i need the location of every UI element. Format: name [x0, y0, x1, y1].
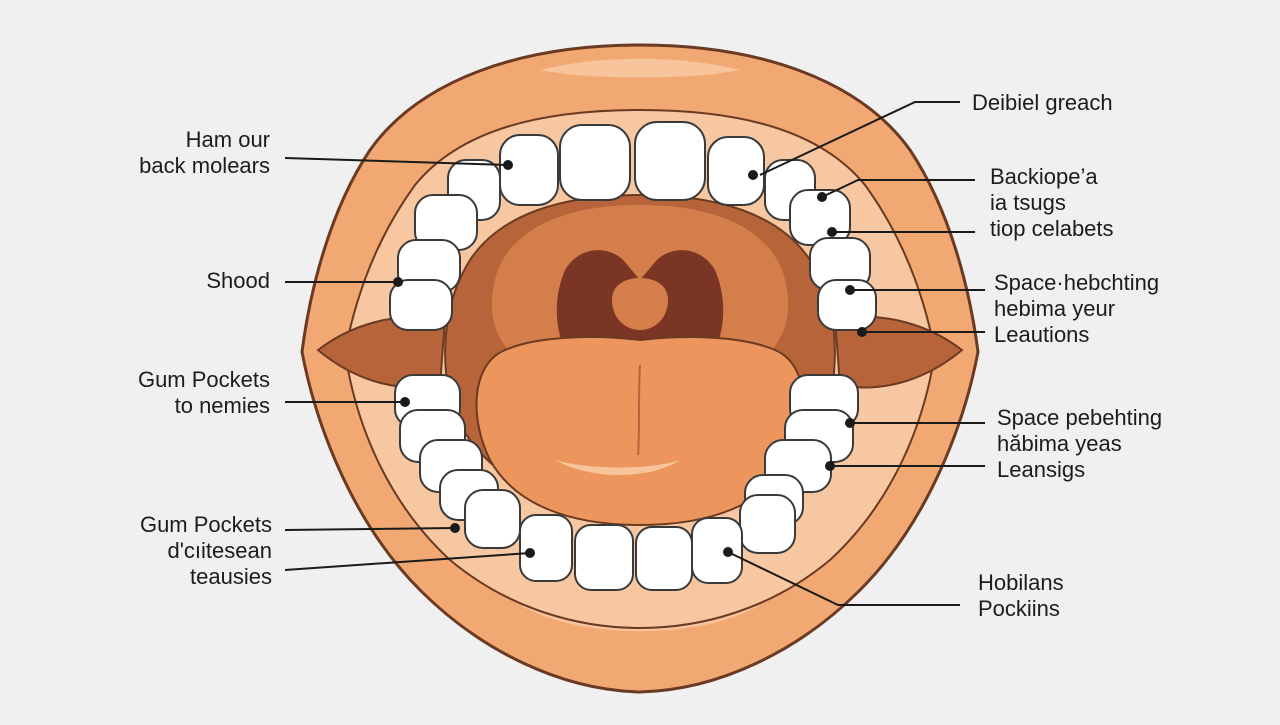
leader-dot [857, 327, 867, 337]
leader-line [284, 527, 456, 531]
label-line: Space pebehting [997, 405, 1163, 430]
label-line: d'cıitesean [167, 538, 273, 563]
tooth [635, 526, 693, 591]
leader-dot [817, 192, 827, 202]
label-line: Leautions [994, 322, 1090, 347]
upper-lip-highlight [540, 58, 740, 78]
label-line: teausies [190, 564, 272, 589]
label-line: tiop celabets [990, 216, 1114, 241]
label-shood: Shood [206, 268, 270, 294]
label-line: Ham our [185, 127, 270, 152]
label-line: Gum Pockets [139, 512, 272, 537]
label-space-2: Space pebehting hăbima yeas Leansigs [997, 405, 1162, 483]
tooth [691, 517, 743, 584]
leader-line [727, 551, 960, 606]
lower-teeth [394, 374, 859, 591]
tongue-midline [637, 364, 641, 456]
tooth [817, 279, 877, 331]
label-line: Backiope’a [990, 164, 1098, 189]
label-line: Deibiel greach [972, 90, 1113, 115]
label-line: Space·hebchting [994, 270, 1160, 295]
label-line: ia tsugs [990, 190, 1066, 215]
label-line: Shood [206, 268, 270, 293]
leader-line [284, 157, 509, 166]
label-hobilans: Hobilans Pockiins [978, 570, 1064, 622]
label-line: back molears [139, 153, 270, 178]
tooth [464, 489, 521, 549]
leader-line [284, 552, 531, 571]
lower-lip-highlight [520, 605, 760, 632]
tooth [739, 494, 796, 554]
label-line: Hobilans [978, 570, 1064, 595]
tooth [707, 136, 765, 206]
label-line: Gum Pockets [137, 367, 270, 392]
label-backiope: Backiope’a ia tsugs tiop celabets [990, 164, 1114, 242]
tooth [559, 124, 631, 201]
label-line: Leansigs [997, 457, 1086, 482]
left-cheek [316, 315, 447, 389]
tooth [499, 134, 559, 206]
leader-dot [825, 461, 835, 471]
uvula [612, 278, 668, 330]
label-gum-pockets-2: Gum Pockets d'cıitesean teausies [140, 512, 272, 590]
right-cheek [833, 315, 964, 389]
tongue [475, 336, 805, 527]
label-line: to nemies [174, 393, 270, 418]
leader-dot [400, 397, 410, 407]
leader-dot [393, 277, 403, 287]
leader-dot [748, 170, 758, 180]
leader-line [821, 179, 975, 198]
label-gum-pockets-1: Gum Pockets to nemies [138, 367, 270, 419]
leader-dot [450, 523, 460, 533]
tooth [519, 514, 573, 582]
leader-dot [723, 547, 733, 557]
leader-dots [393, 160, 867, 558]
tooth [634, 121, 706, 201]
tooth [389, 279, 453, 331]
leader-dot [525, 548, 535, 558]
leader-dot [827, 227, 837, 237]
leader-dot [845, 418, 855, 428]
label-line: hebima yeur [994, 296, 1116, 321]
label-back-molars: Ham our back molears [139, 127, 270, 179]
leader-lines [284, 101, 985, 606]
leader-dot [503, 160, 513, 170]
label-deibiel: Deibiel greach [972, 90, 1113, 116]
upper-teeth [389, 121, 877, 331]
tooth [574, 524, 634, 591]
label-line: Pockiins [978, 596, 1060, 621]
leader-dot [845, 285, 855, 295]
label-line: hăbima yeas [997, 431, 1122, 456]
tongue-highlight [555, 460, 680, 475]
label-space-1: Space·hebchting hebima yeur Leautions [994, 270, 1159, 348]
leader-line [759, 101, 960, 176]
